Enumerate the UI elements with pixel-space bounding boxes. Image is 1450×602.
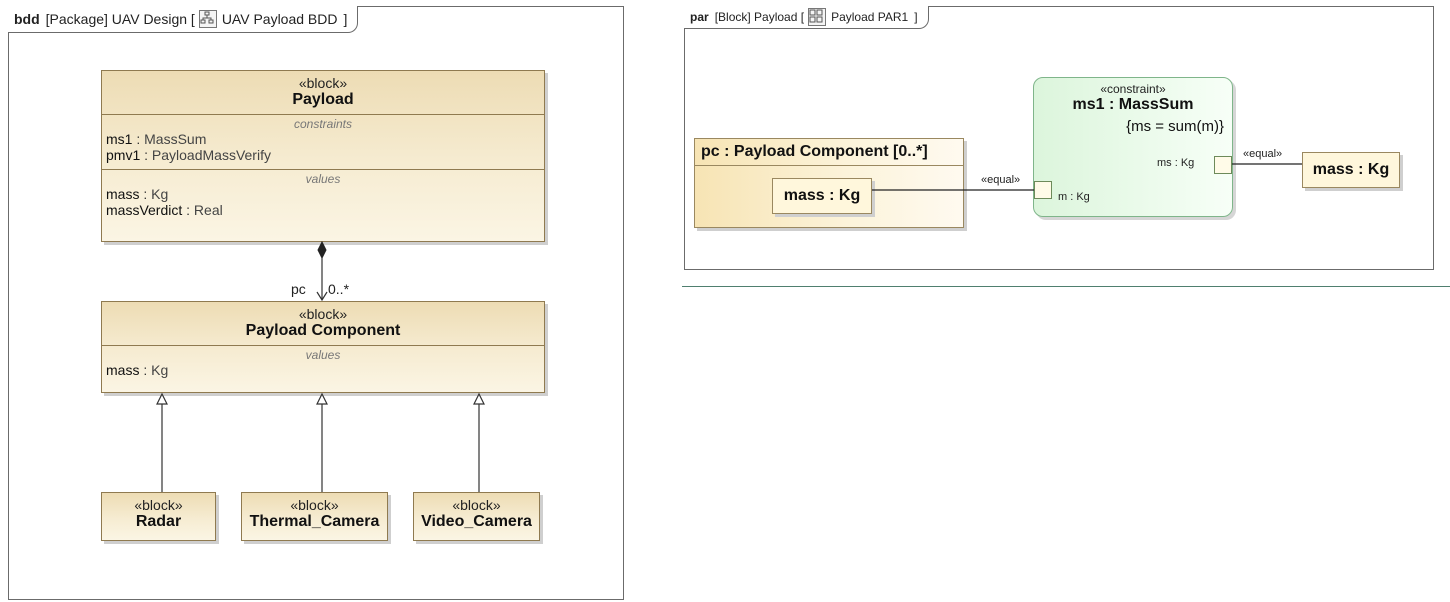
block-stereotype: «block» xyxy=(298,75,348,91)
values-compartment: values mass : Kg massVerdict : Real xyxy=(102,169,544,224)
payload-component-block[interactable]: «block» Payload Component values mass : … xyxy=(101,301,545,393)
bdd-frame-header[interactable]: bdd [Package] UAV Design [ UAV Payload B… xyxy=(8,6,359,33)
constraint-parameter-ms[interactable] xyxy=(1214,156,1232,174)
par-frame-header[interactable]: par [Block] Payload [ Payload PAR1 ] xyxy=(684,6,929,29)
diagram-kind-label: par xyxy=(690,10,709,24)
association-role-label: pc xyxy=(291,281,306,297)
pc-mass-value-property[interactable]: mass : Kg xyxy=(772,178,872,214)
video-camera-block[interactable]: «block» Video_Camera xyxy=(413,492,540,541)
constraint-parameter-m[interactable] xyxy=(1034,181,1052,199)
value-property[interactable]: massVerdict : Real xyxy=(106,202,223,218)
value-property[interactable]: mass : Kg xyxy=(106,362,169,378)
block-stereotype: «block» xyxy=(134,497,183,513)
block-stereotype: «block» xyxy=(452,497,501,513)
thermal-camera-block[interactable]: «block» Thermal_Camera xyxy=(241,492,388,541)
massSum-constraint-property[interactable]: «constraint» ms1 : MassSum {ms = sum(m)} xyxy=(1033,77,1233,217)
values-compartment: values mass : Kg xyxy=(102,345,544,384)
equal-stereotype-label: «equal» xyxy=(1243,148,1283,160)
association-multiplicity-label: 0..* xyxy=(328,281,350,297)
diagram-context-close: ] xyxy=(914,10,918,24)
diagram-context-close: ] xyxy=(343,11,348,27)
block-stereotype: «block» xyxy=(298,306,348,322)
constraint-property[interactable]: ms1 : MassSum xyxy=(106,131,207,147)
par-diagram-icon xyxy=(808,8,827,26)
payload-block[interactable]: «block» Payload constraints ms1 : MassSu… xyxy=(101,70,545,242)
block-name: Thermal_Camera xyxy=(249,513,380,530)
parameter-m-label: m : Kg xyxy=(1058,191,1090,203)
block-name: Video_Camera xyxy=(421,513,532,530)
payload-mass-value-property[interactable]: mass : Kg xyxy=(1302,152,1400,188)
compartment-title: constraints xyxy=(293,117,353,131)
value-property[interactable]: mass : Kg xyxy=(106,186,169,202)
constraint-name: ms1 : MassSum xyxy=(1072,96,1194,113)
parameter-ms-label: ms : Kg xyxy=(1157,157,1195,169)
bdd-diagram-icon xyxy=(198,10,217,28)
block-name: Payload Component xyxy=(245,322,401,339)
constraint-property[interactable]: pmv1 : PayloadMassVerify xyxy=(106,147,271,163)
constraint-stereotype: «constraint» xyxy=(1100,82,1166,96)
radar-block[interactable]: «block» Radar xyxy=(101,492,216,541)
diagram-context: [Package] UAV Design [ xyxy=(45,11,195,27)
part-title: pc : Payload Component [0..*] xyxy=(695,139,963,166)
diagram-context: [Block] Payload [ xyxy=(714,10,805,24)
constraint-expression: {ms = sum(m)} xyxy=(1126,118,1224,135)
diagram-kind-label: bdd xyxy=(14,11,40,27)
block-stereotype: «block» xyxy=(290,497,339,513)
compartment-title: values xyxy=(305,172,341,186)
compartment-title: values xyxy=(305,348,341,362)
separator-line xyxy=(682,286,1450,287)
equal-stereotype-label: «equal» xyxy=(981,174,1021,186)
block-name: Payload xyxy=(292,91,354,108)
diagram-name: UAV Payload BDD xyxy=(221,11,338,27)
constraints-compartment: constraints ms1 : MassSum pmv1 : Payload… xyxy=(102,114,544,169)
block-name: Radar xyxy=(135,513,182,530)
diagram-name: Payload PAR1 xyxy=(831,10,909,24)
